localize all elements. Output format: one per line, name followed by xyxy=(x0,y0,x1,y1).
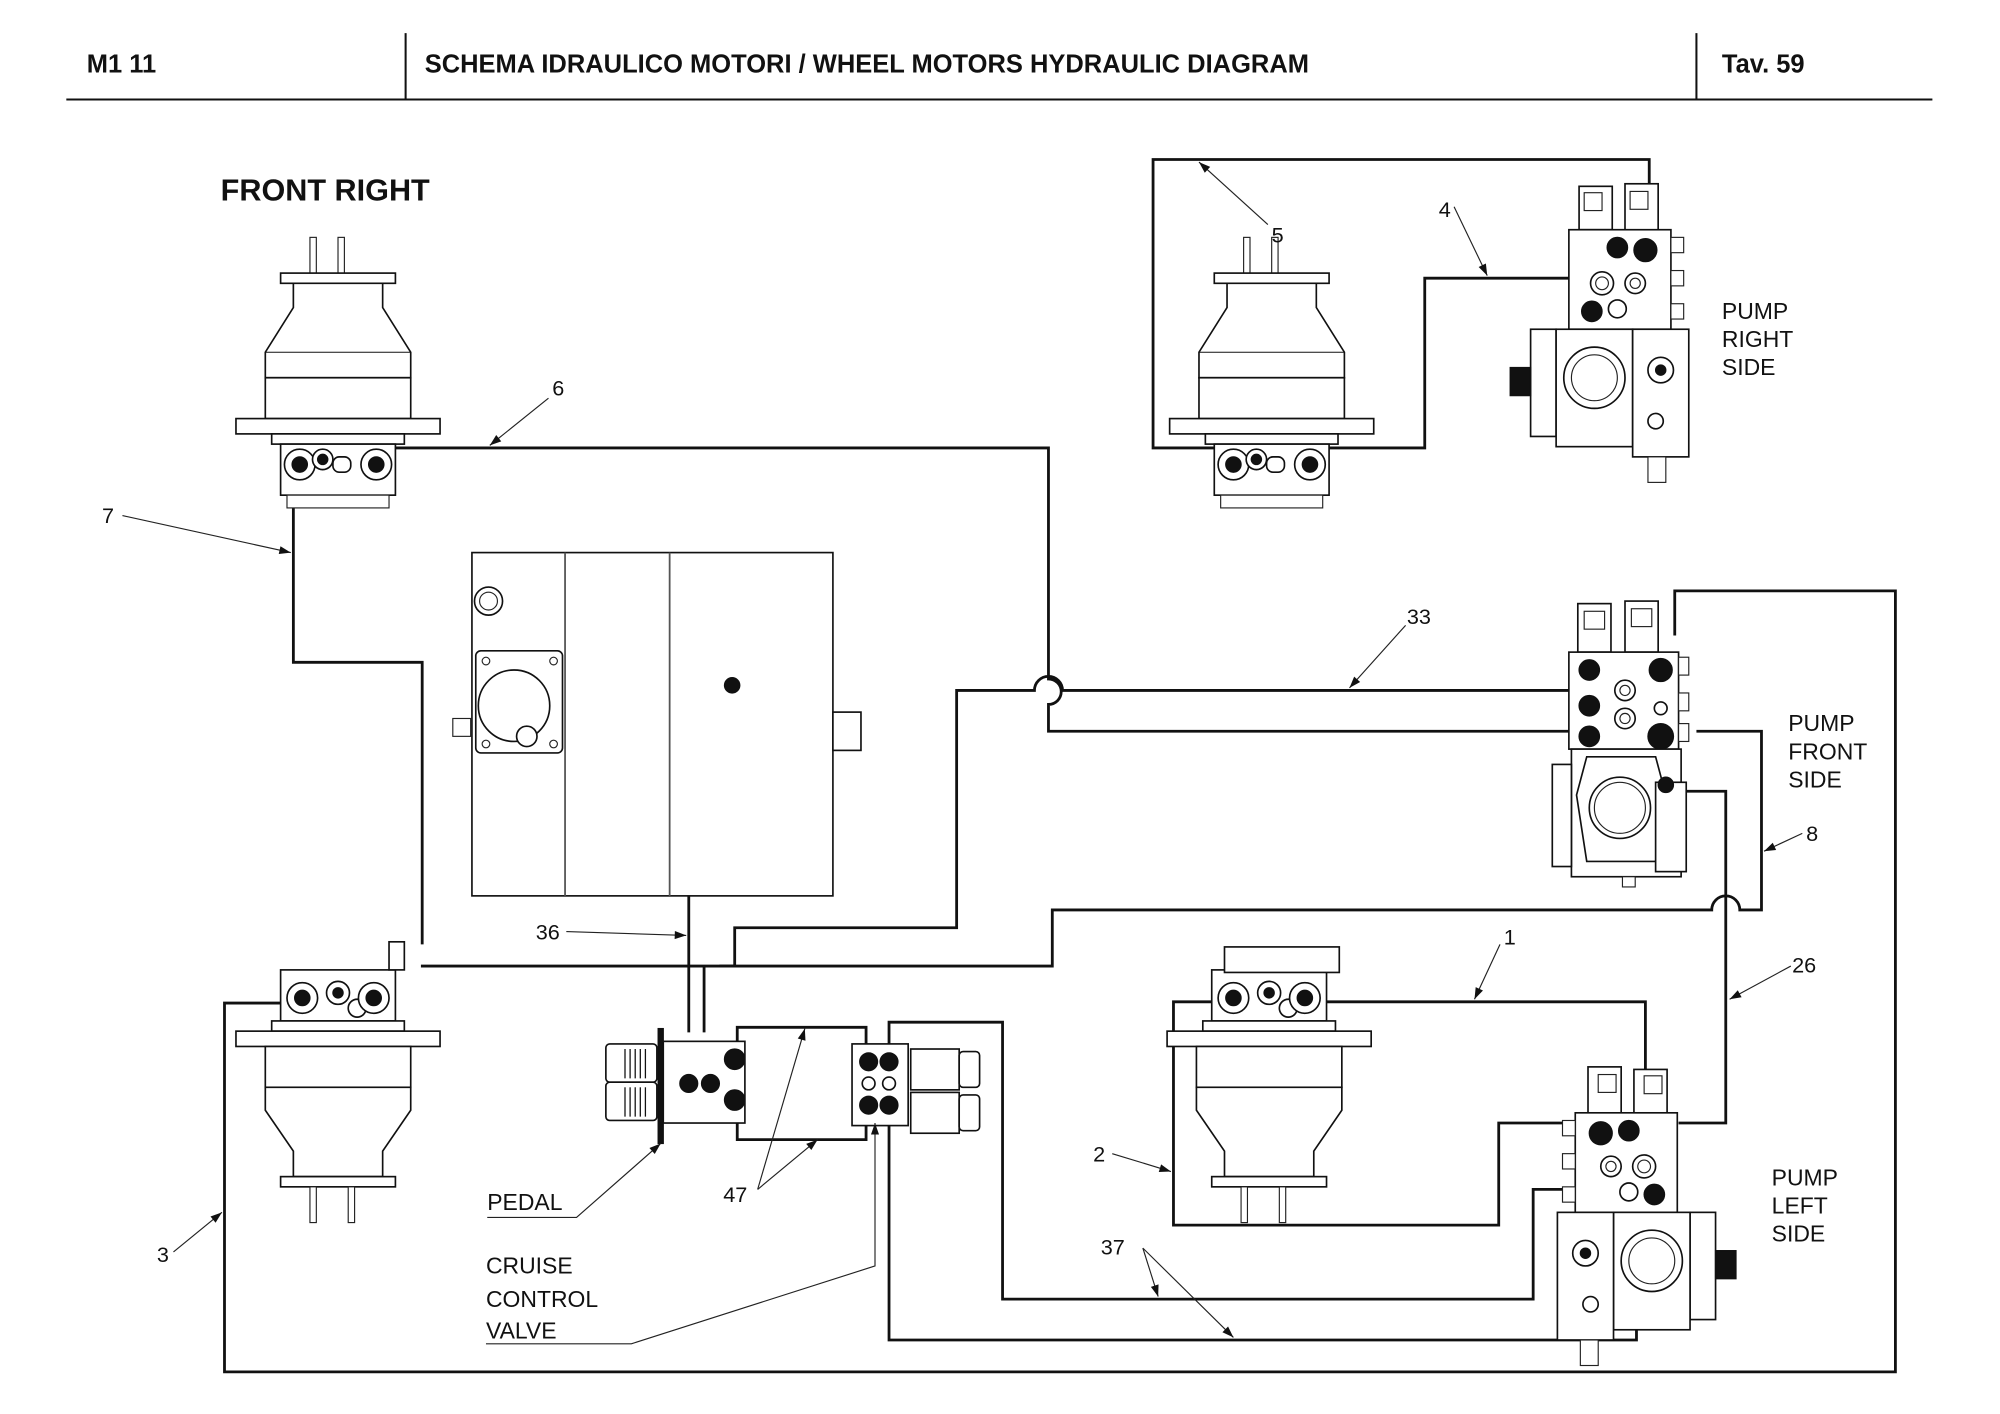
drawing-title: SCHEMA IDRAULICO MOTORI / WHEEL MOTORS H… xyxy=(425,51,1309,79)
svg-text:PUMP: PUMP xyxy=(1788,710,1854,736)
cruise-control-valve xyxy=(851,1043,981,1135)
callout-6: 6 xyxy=(489,376,564,446)
hose-front-pump-return xyxy=(223,589,1897,1374)
hose-5 xyxy=(1151,158,1651,450)
svg-text:CONTROL: CONTROL xyxy=(486,1286,598,1312)
label-pump-left-side: PUMP LEFT SIDE xyxy=(1772,1165,1838,1247)
svg-text:1: 1 xyxy=(1504,924,1516,949)
table-reference: Tav. 59 xyxy=(1722,51,1805,79)
svg-text:2: 2 xyxy=(1093,1141,1105,1166)
svg-text:6: 6 xyxy=(552,376,564,401)
callout-36: 36 xyxy=(536,919,687,944)
hose-33 xyxy=(420,675,1589,968)
hose-1 xyxy=(1172,1000,1589,1227)
svg-text:PUMP: PUMP xyxy=(1722,298,1788,324)
callout-7: 7 xyxy=(102,503,291,555)
hose-4 xyxy=(1313,276,1608,450)
pedal-assembly xyxy=(605,1027,746,1145)
hose-37-a xyxy=(887,1020,1582,1301)
callout-3: 3 xyxy=(157,1211,223,1267)
svg-text:37: 37 xyxy=(1101,1234,1125,1259)
wheel-motor-rear-right xyxy=(1168,236,1375,509)
callout-1: 1 xyxy=(1473,924,1516,1000)
svg-text:FRONT: FRONT xyxy=(1788,738,1867,764)
svg-text:4: 4 xyxy=(1439,197,1451,222)
svg-text:SIDE: SIDE xyxy=(1772,1221,1826,1247)
wheel-motor-front-right xyxy=(235,236,441,509)
callout-26: 26 xyxy=(1729,952,1816,1000)
svg-text:LEFT: LEFT xyxy=(1772,1193,1828,1219)
svg-text:8: 8 xyxy=(1806,821,1818,846)
svg-text:PUMP: PUMP xyxy=(1772,1165,1838,1191)
callouts: 5 4 6 7 33 8 36 1 xyxy=(102,161,1818,1338)
hydraulic-tank xyxy=(452,551,862,897)
svg-text:47: 47 xyxy=(723,1182,747,1207)
wheel-motor-front-left xyxy=(235,940,441,1224)
callout-4: 4 xyxy=(1439,197,1488,276)
hose-7 xyxy=(291,456,424,945)
label-cruise-control-valve: CRUISE CONTROL VALVE xyxy=(486,1123,880,1345)
hose-47 xyxy=(735,1025,868,1057)
callout-5: 5 xyxy=(1198,161,1284,247)
svg-text:VALVE: VALVE xyxy=(486,1318,557,1344)
svg-text:SIDE: SIDE xyxy=(1788,766,1842,792)
drawing-code: M1 11 xyxy=(87,51,156,79)
callout-2: 2 xyxy=(1093,1141,1172,1173)
hose-26 xyxy=(1678,789,1728,1125)
label-pump-right-side: PUMP RIGHT SIDE xyxy=(1722,298,1793,380)
svg-text:SIDE: SIDE xyxy=(1722,354,1776,380)
callout-33: 33 xyxy=(1349,604,1431,689)
svg-text:3: 3 xyxy=(157,1242,169,1267)
svg-text:36: 36 xyxy=(536,919,560,944)
label-pedal: PEDAL xyxy=(487,1143,662,1219)
pump-front-side xyxy=(1551,600,1690,888)
title-block: M1 11 SCHEMA IDRAULICO MOTORI / WHEEL MO… xyxy=(66,33,1933,101)
section-title: FRONT RIGHT xyxy=(221,173,430,207)
svg-text:7: 7 xyxy=(102,503,114,528)
svg-text:PEDAL: PEDAL xyxy=(487,1189,562,1215)
pump-right-side xyxy=(1509,182,1690,484)
callout-8: 8 xyxy=(1763,821,1818,852)
callout-47: 47 xyxy=(723,1028,818,1207)
hose-47-b xyxy=(735,1100,868,1142)
svg-text:26: 26 xyxy=(1792,952,1816,977)
wheel-motor-rear-left xyxy=(1166,946,1373,1224)
pump-left-side xyxy=(1556,1066,1737,1367)
svg-text:33: 33 xyxy=(1407,604,1431,629)
label-pump-front-side: PUMP FRONT SIDE xyxy=(1788,710,1867,792)
hydraulic-lines xyxy=(223,158,1897,1374)
svg-text:5: 5 xyxy=(1272,222,1284,247)
svg-text:RIGHT: RIGHT xyxy=(1722,326,1793,352)
callout-37: 37 xyxy=(1101,1234,1234,1338)
svg-text:CRUISE: CRUISE xyxy=(486,1253,573,1279)
hose-1-b xyxy=(1313,1000,1647,1088)
